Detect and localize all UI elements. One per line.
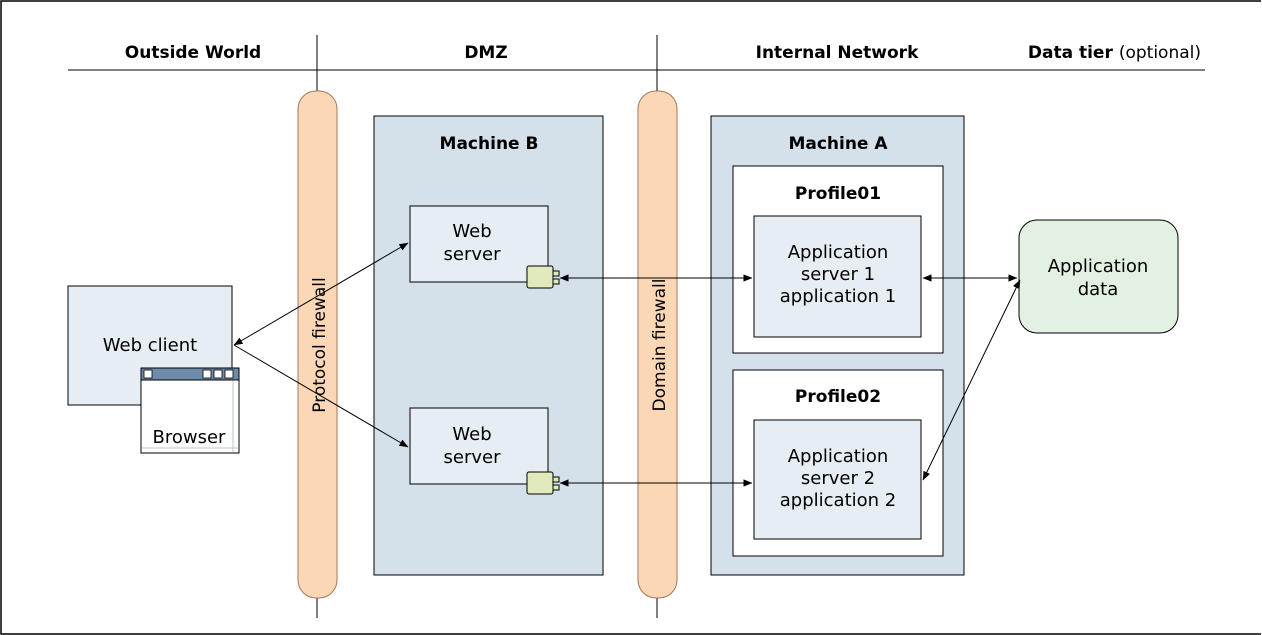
plugin-icon: [526, 471, 560, 495]
domain-firewall: [637, 90, 678, 599]
zone-dmz: DMZ: [464, 43, 507, 63]
app-server-1-line2: server 1: [801, 264, 875, 285]
machine-b-title: Machine B: [440, 134, 539, 154]
app-server-1-line1: Application: [788, 242, 889, 263]
application-data: [1018, 219, 1179, 334]
application-server-1: [753, 215, 922, 338]
app-server-2-line2: server 2: [801, 468, 875, 489]
machine-a-title: Machine A: [788, 134, 888, 154]
web-server-2: [409, 407, 549, 485]
web-server-1-line1: Web: [452, 221, 491, 242]
domain-firewall-label: Domain firewall: [650, 279, 670, 412]
zone-data-tier-label: Data tier: [1028, 43, 1114, 63]
connector-appserver2-data: [922, 279, 1021, 481]
connector-client-webserver2: [233, 344, 409, 448]
connector-client-webserver1: [233, 242, 409, 346]
protocol-firewall-label: Protocol firewall: [310, 277, 330, 412]
web-server-2-line2: server: [444, 447, 502, 468]
browser-window-icon: [140, 367, 240, 454]
app-server-1-line3: application 1: [780, 286, 896, 307]
application-data-line1: Application: [1048, 256, 1149, 277]
application-server-2: [753, 419, 922, 540]
profile01-title: Profile01: [795, 184, 881, 204]
machine-b: [373, 115, 604, 576]
zone-data-tier-optional: (optional): [1119, 43, 1201, 63]
web-client-label: Web client: [103, 335, 197, 356]
application-data-line2: data: [1078, 279, 1119, 300]
zone-data-tier: Data tier(optional): [1028, 43, 1201, 63]
web-server-1-line2: server: [444, 244, 502, 265]
app-server-2-line3: application 2: [780, 490, 896, 511]
zone-internal-network: Internal Network: [756, 43, 919, 63]
app-server-2-line1: Application: [788, 446, 889, 467]
web-server-1: [409, 205, 549, 283]
zone-outside-world: Outside World: [125, 43, 261, 63]
plugin-icon: [526, 265, 560, 289]
browser-label: Browser: [153, 427, 227, 448]
web-server-2-line1: Web: [452, 424, 491, 445]
profile02-title: Profile02: [795, 387, 881, 407]
